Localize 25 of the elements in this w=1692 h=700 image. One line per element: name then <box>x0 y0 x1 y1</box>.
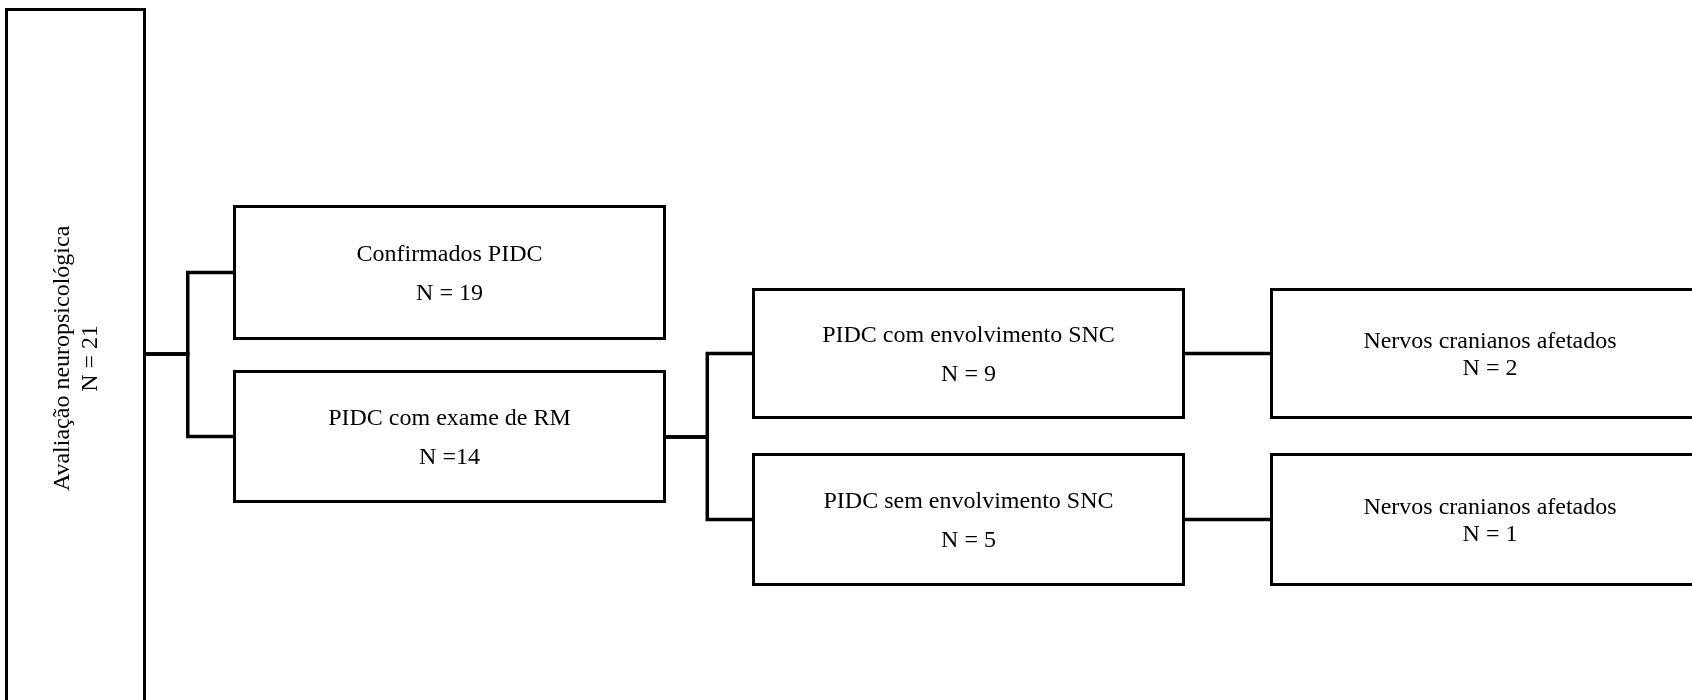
box-title: PIDC sem envolvimento SNC <box>823 487 1114 514</box>
process-box <box>1270 453 1692 586</box>
box-title: Confirmados PIDC <box>356 240 543 267</box>
process-box <box>233 370 666 503</box>
process-box <box>5 8 146 700</box>
connector-line <box>1185 517 1270 522</box>
count-label: N = 19 <box>416 278 483 305</box>
process-box <box>233 205 666 340</box>
count-label: N = 9 <box>941 359 996 386</box>
count-label: N = 21 <box>76 324 103 392</box>
box-title: Nervos cranianos afetados <box>1363 327 1617 354</box>
count-label: N = 5 <box>941 525 996 552</box>
connector-line <box>666 435 752 522</box>
process-box <box>1270 288 1692 419</box>
connector-line <box>146 352 233 439</box>
count-label: N = 1 <box>1462 519 1518 546</box>
count-label: N = 2 <box>1462 353 1518 380</box>
count-label: N =14 <box>419 442 480 469</box>
box-title: Avaliação neuropsicológica <box>48 225 75 491</box>
box-title: Nervos cranianos afetados <box>1363 493 1617 520</box>
box-title: PIDC com envolvimento SNC <box>822 321 1115 348</box>
connector-line <box>1185 351 1270 356</box>
process-box <box>752 288 1185 419</box>
box-title: PIDC com exame de RM <box>328 404 571 431</box>
process-box <box>752 453 1185 586</box>
